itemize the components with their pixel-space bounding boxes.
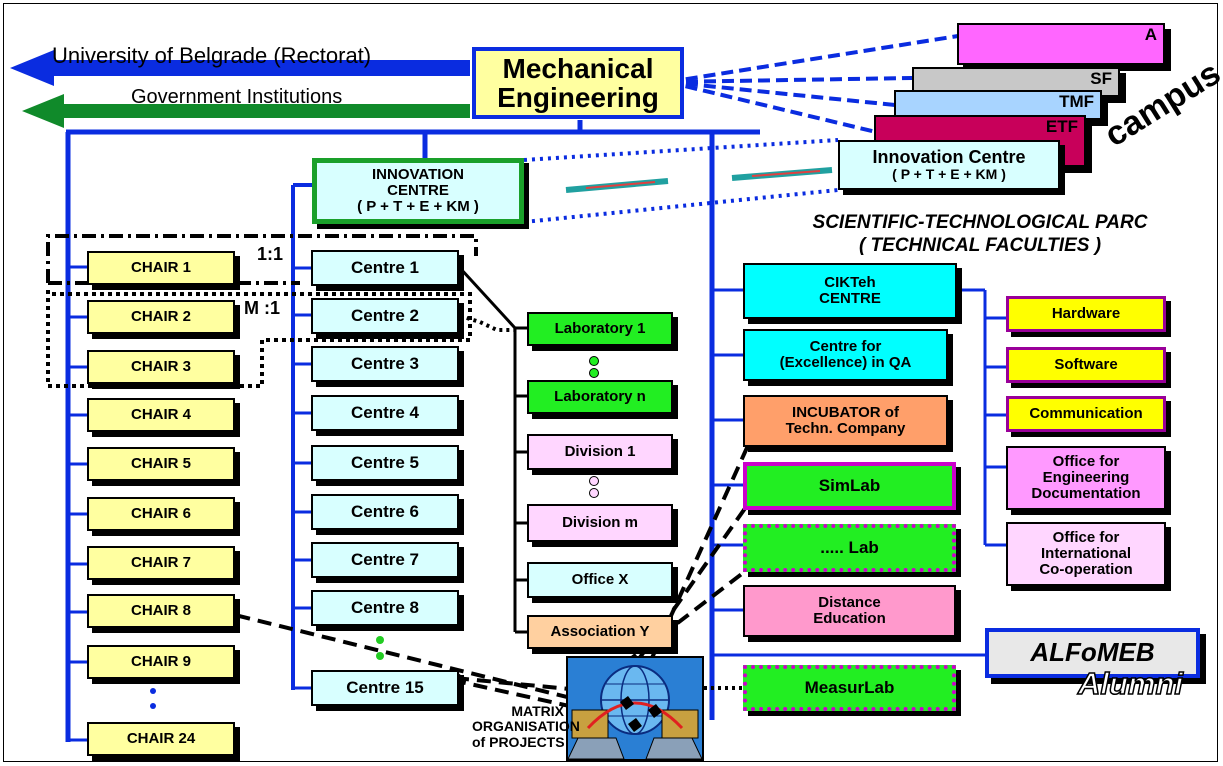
centre-2: Centre 2	[311, 298, 459, 334]
diagram-frame	[3, 3, 1218, 762]
office-international-cooperation: Office for International Co-operation	[1006, 522, 1166, 586]
faculty-a: A	[957, 23, 1165, 65]
chair-8: CHAIR 8	[87, 594, 235, 628]
office-x: Office X	[527, 562, 673, 598]
centre-4: Centre 4	[311, 395, 459, 431]
centre-5: Centre 5	[311, 445, 459, 481]
lab: ..... Lab	[743, 524, 956, 572]
chair-5: CHAIR 5	[87, 447, 235, 481]
university-arrow	[10, 50, 470, 86]
communication: Communication	[1006, 396, 1166, 432]
division-m: Division m	[527, 504, 673, 542]
campus-innovation-centre: Innovation Centre ( P + T + E + KM )	[838, 140, 1060, 190]
chair-7: CHAIR 7	[87, 546, 235, 580]
university-label: University of Belgrade (Rectorat)	[52, 43, 372, 68]
chair-9: CHAIR 9	[87, 645, 235, 679]
ellipsis-dot	[589, 368, 599, 378]
matrix-projects-image	[566, 656, 704, 761]
mechanical-engineering-box: Mechanical Engineering	[472, 47, 684, 119]
chair-2: CHAIR 2	[87, 300, 235, 334]
mechanical-engineering-label: Mechanical Engineering	[497, 52, 659, 113]
chair-24: CHAIR 24	[87, 722, 235, 756]
software: Software	[1006, 347, 1166, 383]
ellipsis-dot	[589, 488, 599, 498]
laboratory-n: Laboratory n	[527, 380, 673, 414]
chair-1: CHAIR 1	[87, 251, 235, 285]
simlab: SimLab	[743, 462, 956, 510]
ellipsis-dot	[150, 688, 156, 694]
division-1: Division 1	[527, 434, 673, 470]
distance-education: Distance Education	[743, 585, 956, 637]
measurlab: MeasurLab	[743, 665, 956, 711]
chair-4: CHAIR 4	[87, 398, 235, 432]
centre-excellence-qa: Centre for (Excellence) in QA	[743, 329, 948, 381]
centre-15: Centre 15	[311, 670, 459, 706]
centre-8: Centre 8	[311, 590, 459, 626]
centre-3: Centre 3	[311, 346, 459, 382]
association-y: Association Y	[527, 615, 673, 649]
centre-7: Centre 7	[311, 542, 459, 578]
ratio-one-to-one: 1:1	[257, 244, 284, 264]
ellipsis-dot	[376, 652, 384, 660]
office-engineering-documentation: Office for Engineering Documentation	[1006, 446, 1166, 510]
government-label: Government Institutions	[131, 86, 343, 108]
innovation-centre: INNOVATION CENTRE ( P + T + E + KM )	[312, 158, 524, 224]
park-title: SCIENTIFIC-TECHNOLOGICAL PARC ( TECHNICA…	[812, 212, 1148, 256]
laboratory-1: Laboratory 1	[527, 312, 673, 346]
ellipsis-dot	[376, 636, 384, 644]
alumni-label: Alumni	[1077, 665, 1184, 702]
hardware: Hardware	[1006, 296, 1166, 332]
matrix-globe-icon	[568, 658, 702, 759]
centre-1: Centre 1	[311, 250, 459, 286]
ellipsis-dot	[589, 476, 599, 486]
chair-3: CHAIR 3	[87, 350, 235, 384]
ellipsis-dot	[589, 356, 599, 366]
alfomeb-box: ALFoMEB	[985, 628, 1200, 678]
chair-6: CHAIR 6	[87, 497, 235, 531]
centre-6: Centre 6	[311, 494, 459, 530]
matrix-label: MATRIX ORGANISATION of PROJECTS	[472, 703, 580, 750]
incubator: INCUBATOR of Techn. Company	[743, 395, 948, 447]
ratio-many-to-one: M :1	[244, 298, 280, 318]
government-arrow	[22, 94, 470, 128]
cikteh-centre: CIKTeh CENTRE	[743, 263, 957, 319]
ellipsis-dot	[150, 703, 156, 709]
